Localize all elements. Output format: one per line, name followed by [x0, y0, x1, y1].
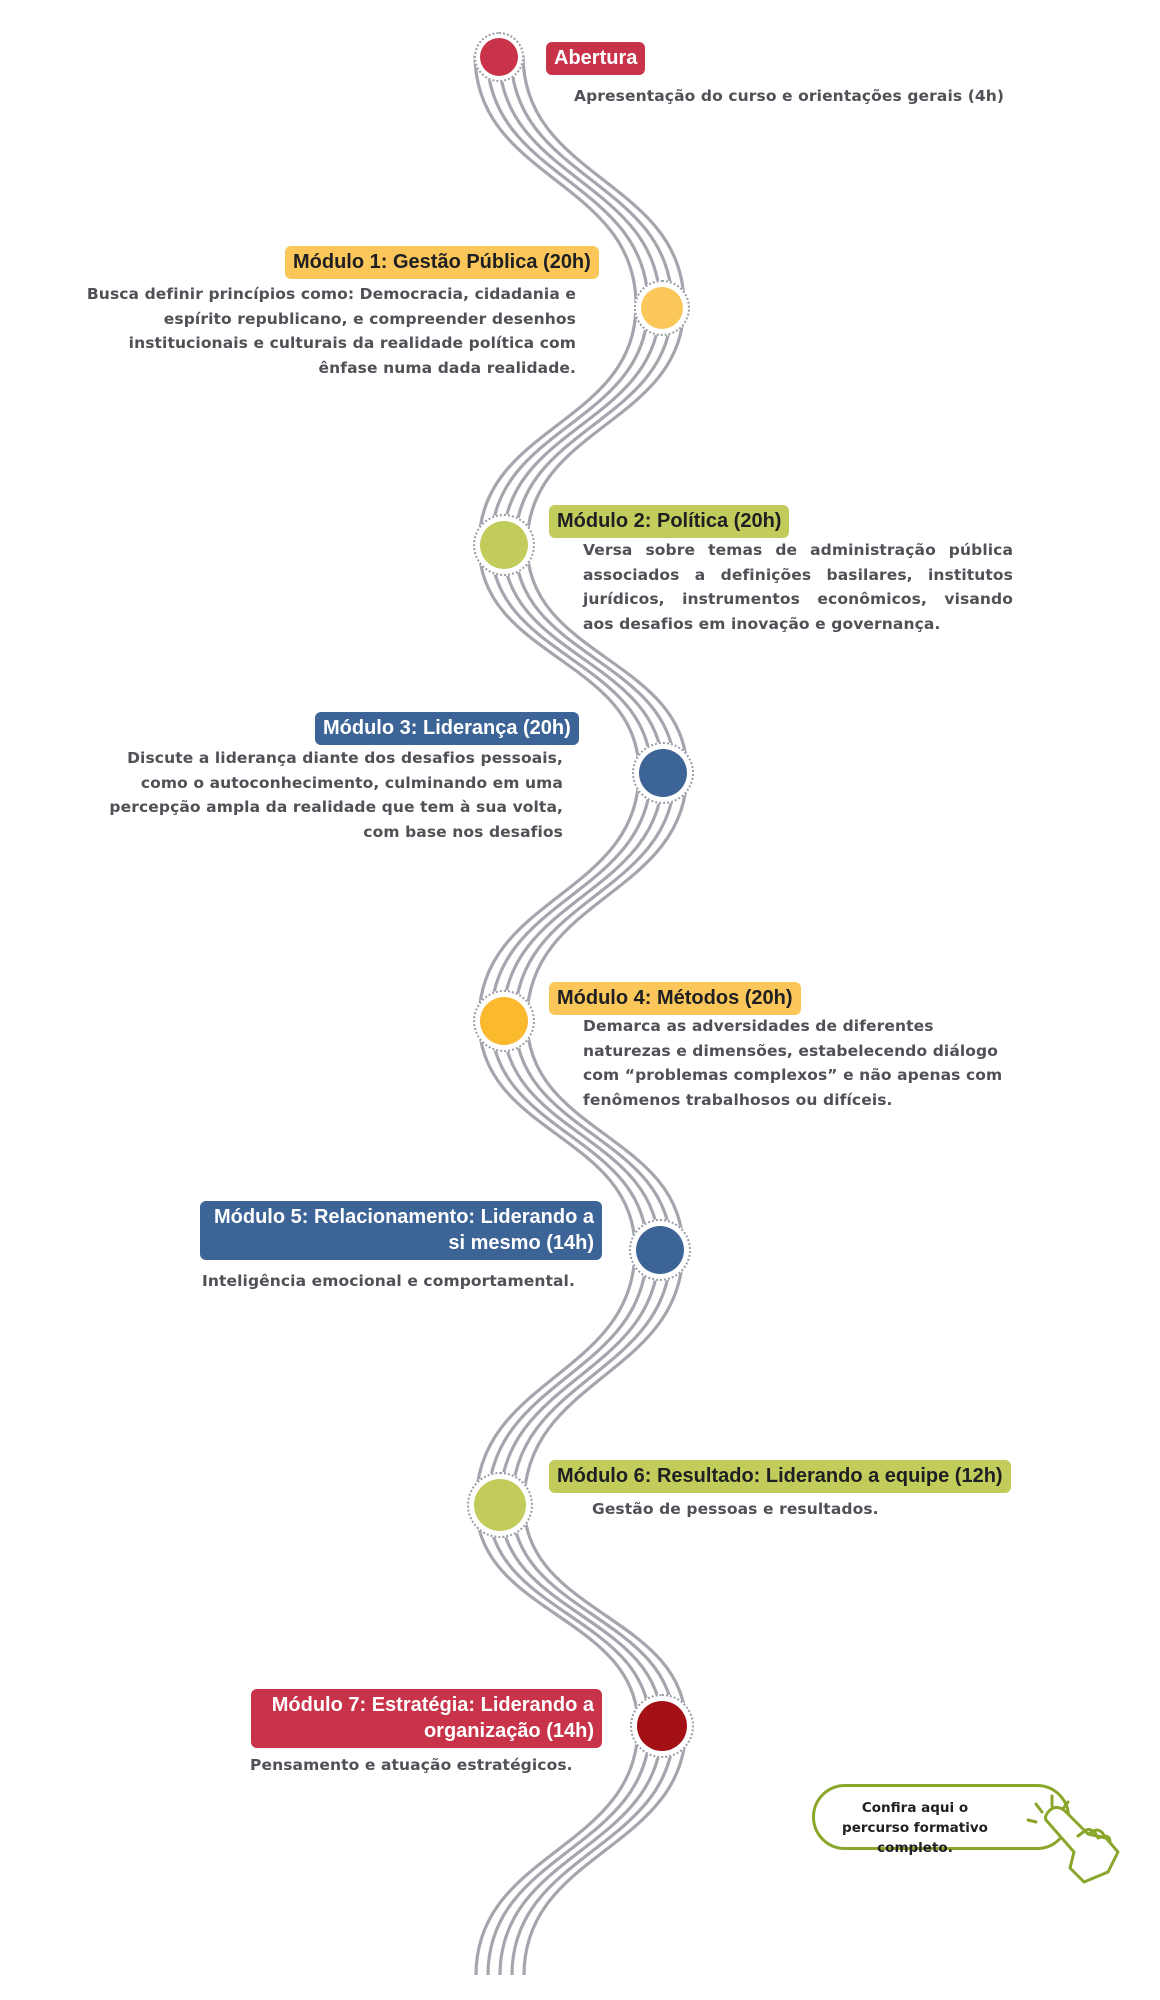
step-desc-modulo-1: Busca definir princípios como: Democraci… [86, 285, 576, 377]
node-modulo-3 [639, 749, 687, 797]
step-desc-abertura: Apresentação do curso e orientações gera… [574, 87, 1005, 105]
step-title-modulo-7: Módulo 7: Estratégia: Liderando a organi… [251, 1689, 602, 1748]
node-abertura [480, 38, 518, 76]
step-desc-modulo-6: Gestão de pessoas e resultados. [592, 1500, 879, 1518]
node-modulo-5 [636, 1226, 684, 1274]
step-title-modulo-4: Módulo 4: Métodos (20h) [549, 982, 801, 1015]
step-desc-modulo-7: Pensamento e atuação estratégicos. [250, 1756, 573, 1774]
node-modulo-1 [641, 287, 683, 329]
step-desc-modulo-2: Versa sobre temas de administração públi… [583, 541, 1013, 633]
cta-label: Confira aqui o percurso formativo comple… [842, 1800, 988, 1856]
step-desc-modulo-5: Inteligência emocional e comportamental. [202, 1272, 575, 1290]
step-desc-modulo-4: Demarca as adversidades de diferentes na… [583, 1017, 1003, 1109]
node-modulo-7 [637, 1701, 687, 1751]
cta-button[interactable]: Confira aqui o percurso formativo comple… [812, 1784, 1070, 1856]
step-desc-modulo-3: Discute a liderança diante dos desafios … [109, 749, 563, 841]
step-title-modulo-3: Módulo 3: Liderança (20h) [315, 712, 579, 745]
node-modulo-4 [480, 997, 528, 1045]
step-title-modulo-2: Módulo 2: Política (20h) [549, 505, 790, 538]
pointing-hand-icon[interactable] [1026, 1790, 1122, 1886]
step-title-modulo-5: Módulo 5: Relacionamento: Liderando a si… [200, 1201, 602, 1260]
node-modulo-2 [480, 521, 528, 569]
step-title-modulo-1: Módulo 1: Gestão Pública (20h) [285, 246, 599, 279]
step-title-modulo-6: Módulo 6: Resultado: Liderando a equipe … [549, 1460, 1011, 1493]
step-title-abertura: Abertura [546, 42, 646, 75]
node-modulo-6 [474, 1479, 526, 1531]
